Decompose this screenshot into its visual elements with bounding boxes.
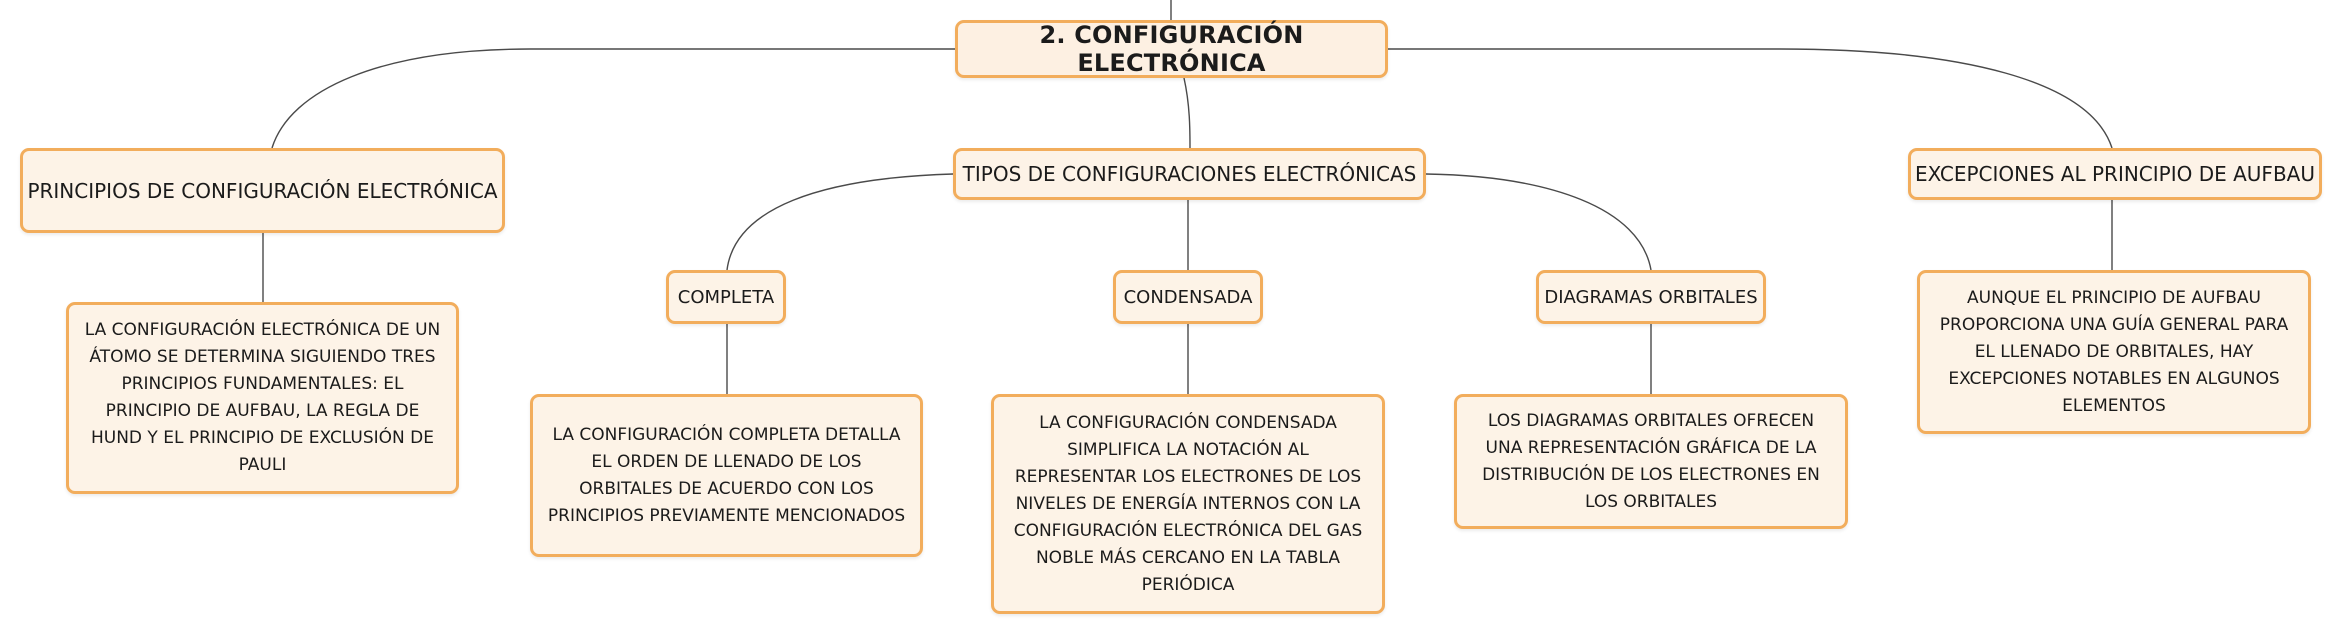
subtopic-diagramas[interactable]: DIAGRAMAS ORBITALES [1536, 270, 1766, 324]
root-topic-label: 2. CONFIGURACIÓN ELECTRÓNICA [1039, 21, 1304, 77]
description-condensada-text: LA CONFIGURACIÓN CONDENSADA SIMPLIFICA L… [1013, 412, 1363, 595]
subtopic-condensada[interactable]: CONDENSADA [1113, 270, 1263, 324]
description-completa[interactable]: LA CONFIGURACIÓN COMPLETA DETALLA EL ORD… [530, 394, 923, 557]
description-diagramas-text: LOS DIAGRAMAS ORBITALES OFRECEN UNA REPR… [1482, 410, 1820, 512]
edge-root-excepciones [1388, 48, 2113, 149]
topic-excepciones[interactable]: EXCEPCIONES AL PRINCIPIO DE AUFBAU [1908, 148, 2322, 200]
topic-principios[interactable]: PRINCIPIOS DE CONFIGURACIÓN ELECTRÓNICA [20, 148, 505, 233]
topic-principios-label: PRINCIPIOS DE CONFIGURACIÓN ELECTRÓNICA [27, 178, 498, 203]
edge-root-tipos [1183, 77, 1191, 149]
edge-tipos-completa [726, 173, 954, 271]
topic-excepciones-label: EXCEPCIONES AL PRINCIPIO DE AUFBAU [1915, 162, 2315, 186]
subtopic-completa-label: COMPLETA [677, 286, 775, 308]
edge-tipos-diagramas [1425, 173, 1652, 271]
description-excepciones-text: AUNQUE EL PRINCIPIO DE AUFBAU PROPORCION… [1939, 287, 2289, 416]
description-diagramas[interactable]: LOS DIAGRAMAS ORBITALES OFRECEN UNA REPR… [1454, 394, 1848, 529]
description-condensada[interactable]: LA CONFIGURACIÓN CONDENSADA SIMPLIFICA L… [991, 394, 1385, 614]
description-completa-text: LA CONFIGURACIÓN COMPLETA DETALLA EL ORD… [547, 424, 906, 526]
topic-tipos[interactable]: TIPOS DE CONFIGURACIONES ELECTRÓNICAS [953, 148, 1426, 200]
description-principios[interactable]: LA CONFIGURACIÓN ELECTRÓNICA DE UN ÁTOMO… [66, 302, 459, 494]
edge-root-principios [271, 48, 955, 149]
subtopic-diagramas-label: DIAGRAMAS ORBITALES [1544, 286, 1758, 308]
subtopic-completa[interactable]: COMPLETA [666, 270, 786, 324]
topic-tipos-label: TIPOS DE CONFIGURACIONES ELECTRÓNICAS [962, 162, 1417, 186]
description-excepciones[interactable]: AUNQUE EL PRINCIPIO DE AUFBAU PROPORCION… [1917, 270, 2311, 434]
subtopic-condensada-label: CONDENSADA [1123, 286, 1253, 308]
root-topic[interactable]: 2. CONFIGURACIÓN ELECTRÓNICA [955, 20, 1388, 78]
description-principios-text: LA CONFIGURACIÓN ELECTRÓNICA DE UN ÁTOMO… [84, 320, 441, 475]
